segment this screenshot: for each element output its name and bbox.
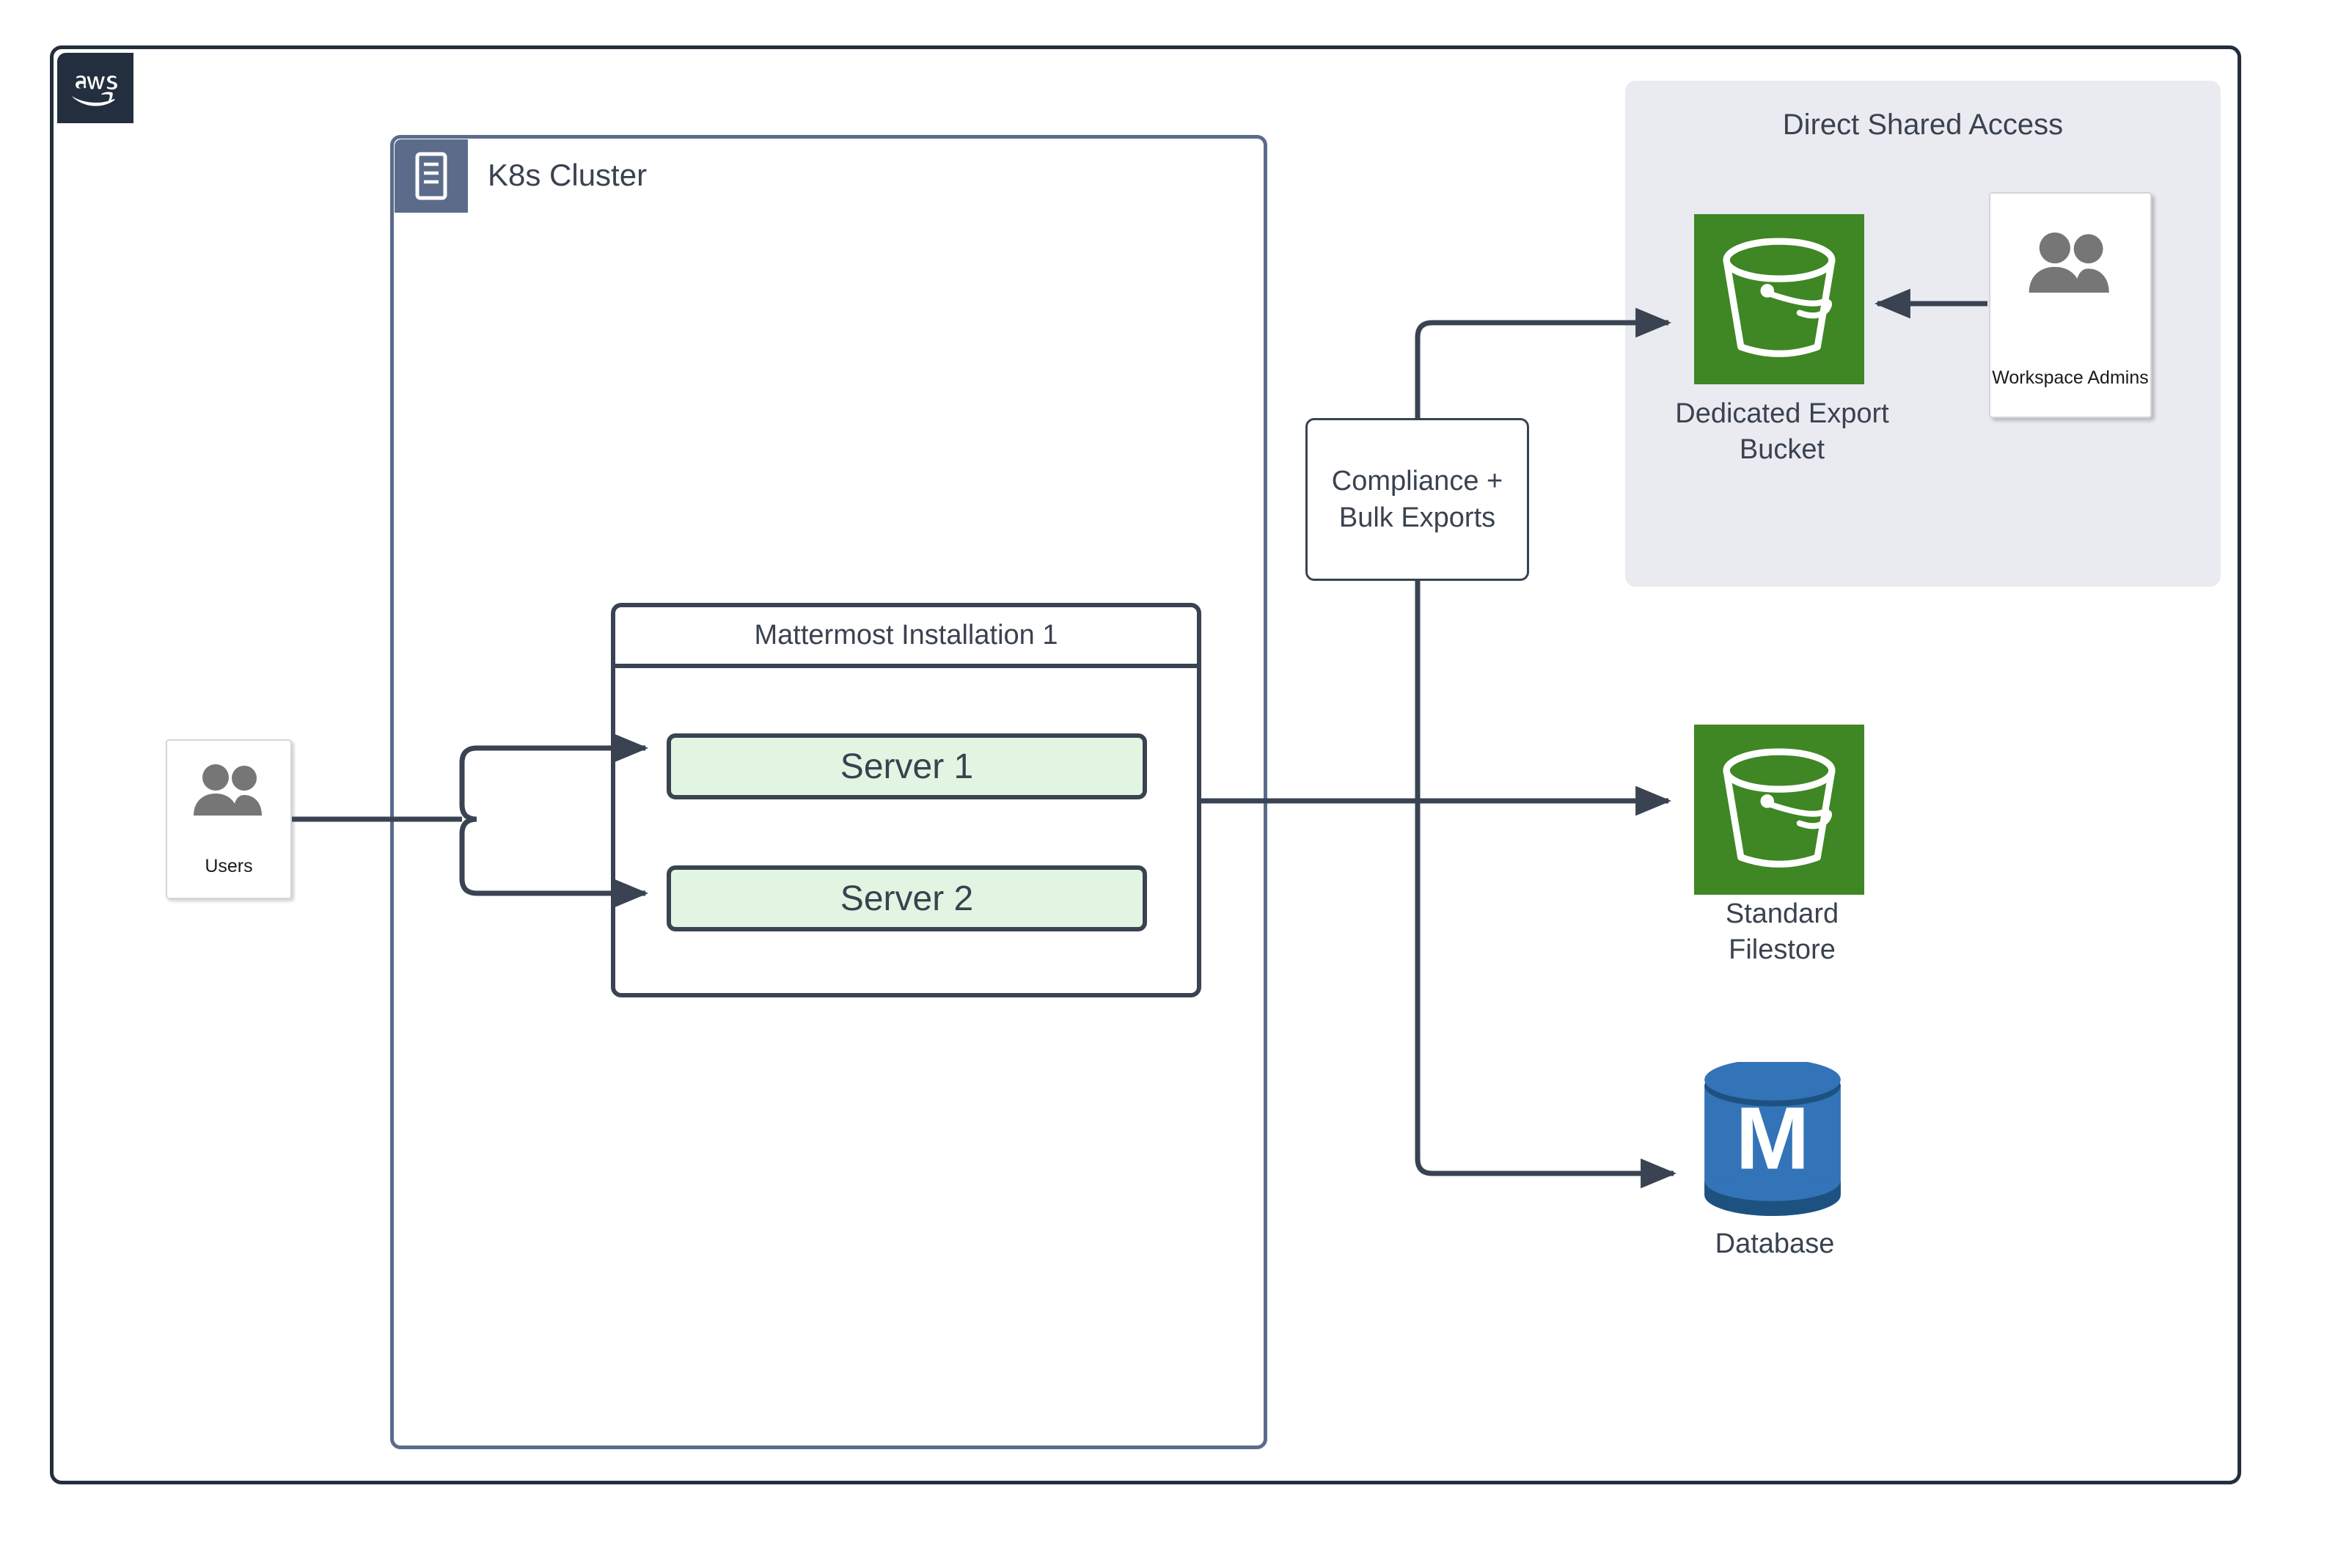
dedicated-export-bucket-label-line-1: Dedicated Export <box>1675 398 1889 429</box>
svg-text:M: M <box>1736 1088 1810 1187</box>
users-node-label: Users <box>205 856 253 876</box>
compliance-bulk-exports-label: Compliance + Bulk Exports <box>1332 463 1503 536</box>
k8s-cluster-boundary <box>390 135 1267 1449</box>
s3-bucket-icon[interactable] <box>1694 725 1864 895</box>
compliance-bulk-exports-node[interactable]: Compliance + Bulk Exports <box>1305 418 1529 581</box>
users-group-icon <box>191 763 267 821</box>
server-node-2-label: Server 2 <box>840 879 974 918</box>
server-rack-icon <box>395 139 468 213</box>
compliance-line-1: Compliance + <box>1331 465 1503 497</box>
standard-filestore-label: Standard Filestore <box>1599 896 1965 969</box>
installation-title: Mattermost Installation 1 <box>754 620 1058 651</box>
server-node-1-label: Server 1 <box>840 747 974 786</box>
dedicated-export-bucket-label: Dedicated Export Bucket <box>1599 396 1965 469</box>
compliance-line-2: Bulk Exports <box>1338 502 1496 533</box>
installation-title-bar: Mattermost Installation 1 <box>615 607 1197 668</box>
k8s-cluster-title: K8s Cluster <box>488 158 648 192</box>
server-node-2[interactable]: Server 2 <box>667 865 1147 931</box>
standard-filestore-label-line-1: Standard <box>1725 898 1839 929</box>
users-node[interactable]: Users <box>166 739 292 899</box>
aws-logo-icon <box>57 53 133 123</box>
workspace-admins-node[interactable]: Workspace Admins <box>1989 192 2152 418</box>
s3-bucket-icon[interactable] <box>1694 214 1864 384</box>
users-group-icon <box>2026 230 2115 298</box>
database-label: Database <box>1715 1228 1835 1259</box>
aws-cloud-boundary <box>50 45 2241 1484</box>
workspace-admins-label: Workspace Admins <box>1992 367 2149 388</box>
standard-filestore-label-line-2: Filestore <box>1729 934 1836 966</box>
database-cylinder-icon[interactable]: M <box>1698 1062 1847 1217</box>
mattermost-installation-box: Mattermost Installation 1 Server 1 Serve… <box>611 603 1201 997</box>
direct-shared-access-title: Direct Shared Access <box>1782 109 2064 141</box>
server-node-1[interactable]: Server 1 <box>667 733 1147 799</box>
dedicated-export-bucket-label-line-2: Bucket <box>1739 434 1825 466</box>
